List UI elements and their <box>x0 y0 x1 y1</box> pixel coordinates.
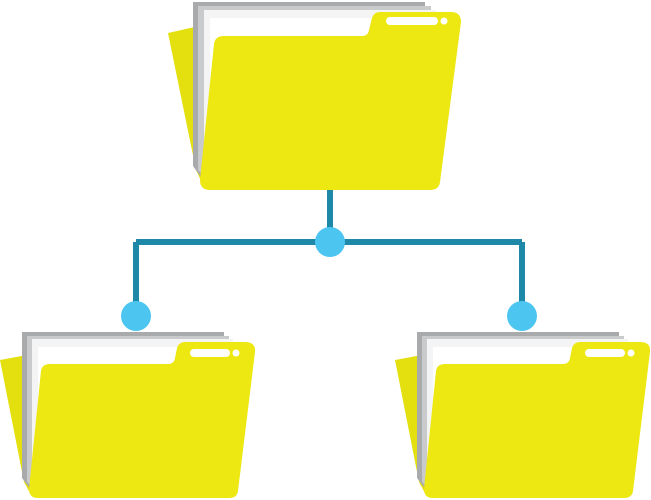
folder-tab-dot <box>440 17 448 25</box>
folder-front-panel <box>200 12 461 190</box>
connector-dot-left <box>121 301 151 331</box>
connectors <box>121 187 537 331</box>
folder-tab-highlight <box>190 349 230 357</box>
folder-tab-dot <box>627 349 635 357</box>
folder-tab-highlight <box>585 349 625 357</box>
folder-tab-dot <box>232 349 240 357</box>
folder-front-panel <box>29 342 256 498</box>
child-folder-right-icon <box>395 332 651 498</box>
folder-front-panel <box>424 342 651 498</box>
connector-dot-right <box>507 301 537 331</box>
folder-tab-highlight <box>386 17 438 25</box>
child-folder-left-icon <box>0 332 256 498</box>
parent-folder-icon <box>168 2 461 190</box>
connector-dot-center <box>315 227 345 257</box>
